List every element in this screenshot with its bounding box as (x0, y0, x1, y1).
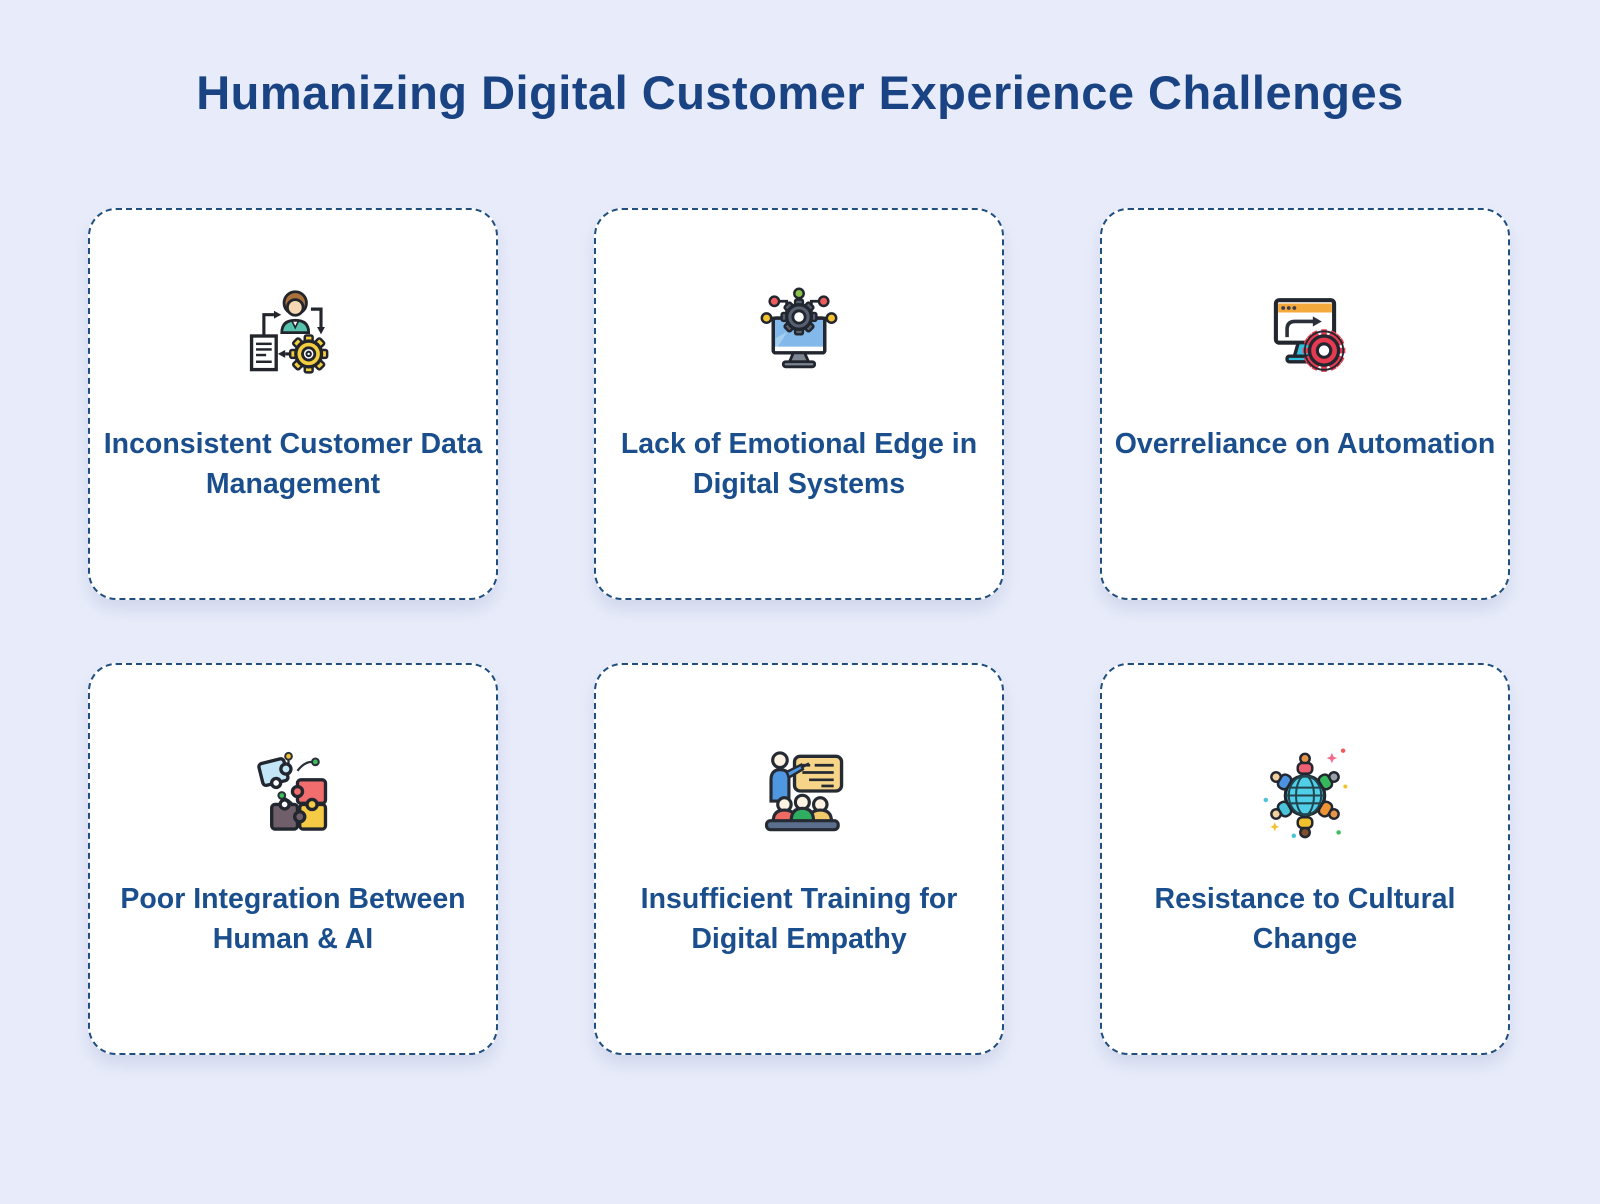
card-lack-of-emotional-edge: Lack of Emotional Edge in Digital System… (594, 208, 1004, 600)
card-label: Poor Integration Between Human & AI (120, 883, 466, 955)
card-label: Resistance to Cultural Change (1154, 883, 1456, 955)
card-resistance-to-cultural-change: Resistance to Cultural Change (1100, 663, 1510, 1055)
card-label: Inconsistent Customer Data Management (103, 428, 483, 500)
card-inconsistent-customer-data: Inconsistent Customer Data Management (88, 208, 498, 600)
card-label: Overreliance on Automation (1114, 428, 1496, 460)
automation-browser-gear-icon (1249, 280, 1361, 392)
challenges-grid: Inconsistent Customer Data Management (0, 208, 1600, 1055)
empathy-training-presentation-icon (743, 735, 855, 847)
card-label: Insufficient Training for Digital Empath… (640, 883, 958, 955)
system-gear-network-icon (743, 280, 855, 392)
card-insufficient-training: Insufficient Training for Digital Empath… (594, 663, 1004, 1055)
card-overreliance-on-automation: Overreliance on Automation (1100, 208, 1510, 600)
card-poor-integration-human-ai: Poor Integration Between Human & AI (88, 663, 498, 1055)
cultural-change-globe-icon (1249, 735, 1361, 847)
card-label: Lack of Emotional Edge in Digital System… (620, 428, 978, 500)
page-title: Humanizing Digital Customer Experience C… (196, 66, 1404, 119)
human-ai-puzzle-icon (237, 735, 349, 847)
customer-data-cycle-icon (237, 280, 349, 392)
